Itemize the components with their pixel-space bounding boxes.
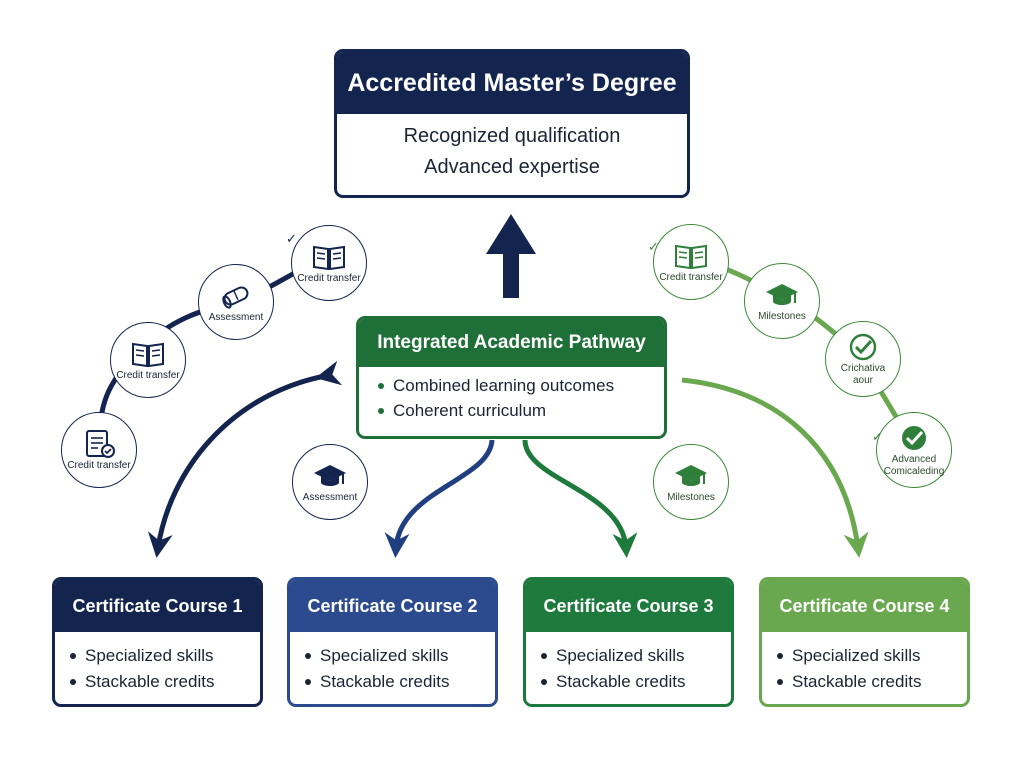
course-bullet: Stackable credits: [538, 669, 731, 695]
course-bullet: Stackable credits: [67, 669, 260, 695]
up-arrow-to-degree: [486, 214, 536, 298]
badge-credit-transfer: Credit transfer: [291, 225, 367, 301]
badge-crichativa: Crichativa aour: [825, 321, 901, 397]
graduation-cap-icon: [675, 464, 707, 486]
course-title: Certificate Course 3: [526, 580, 731, 632]
arrow-pathway-course-4: [681, 377, 869, 558]
graduation-cap-icon: [314, 464, 346, 486]
course-bullet: Stackable credits: [302, 669, 495, 695]
course-bullet: Specialized skills: [774, 643, 967, 669]
course-bullet: Stackable credits: [774, 669, 967, 695]
certificate-course-3-box: Certificate Course 3 Specialized skills …: [523, 577, 734, 707]
right-badge-chain: [687, 253, 913, 443]
document-check-icon: [86, 429, 115, 458]
badge-label: Milestones: [758, 310, 806, 322]
masters-degree-details: Recognized qualification Advanced expert…: [337, 114, 687, 183]
badge-label: Crichativa aour: [840, 362, 886, 386]
arrow-pathway-course-2: [384, 439, 495, 558]
pathway-title: Integrated Academic Pathway: [359, 319, 664, 367]
pathway-bullet: Coherent curriculum: [375, 398, 664, 423]
badge-label: Credit transfer: [659, 271, 723, 283]
badge-assessment: Assessment: [198, 264, 274, 340]
badge-assessment: Assessment: [292, 444, 368, 520]
badge-label: Credit transfer: [67, 459, 131, 471]
course-bullet: Specialized skills: [67, 643, 260, 669]
certificate-course-1-box: Certificate Course 1 Specialized skills …: [52, 577, 263, 707]
badge-label: Credit transfer: [297, 272, 361, 284]
badge-credit-transfer: Credit transfer: [110, 322, 186, 398]
course-details: Specialized skills Stackable credits: [55, 632, 260, 695]
course-details: Specialized skills Stackable credits: [526, 632, 731, 695]
course-title: Certificate Course 1: [55, 580, 260, 632]
badge-label: Assessment: [208, 311, 264, 323]
checkmark-icon: ✓: [286, 231, 297, 246]
badge-label: Assessment: [302, 491, 358, 503]
course-details: Specialized skills Stackable credits: [290, 632, 495, 695]
course-bullet: Specialized skills: [302, 643, 495, 669]
arrow-pathway-course-3: [522, 439, 638, 558]
course-title: Certificate Course 4: [762, 580, 967, 632]
badge-label: Credit transfer: [116, 369, 180, 381]
badge-label: Advanced Comicaleding: [883, 453, 945, 477]
checkmark-circle-icon: [849, 333, 877, 360]
badge-milestones: Milestones: [744, 263, 820, 339]
badge-advanced: Advanced Comicaleding: [876, 412, 952, 488]
masters-degree-title: Accredited Master’s Degree: [337, 52, 687, 114]
checkmark-icon: ✓: [872, 429, 883, 444]
degree-line-expertise: Advanced expertise: [424, 156, 600, 178]
integrated-pathway-box: Integrated Academic Pathway Combined lea…: [356, 316, 667, 439]
masters-degree-box: Accredited Master’s Degree Recognized qu…: [334, 49, 690, 198]
graduation-cap-icon: [766, 283, 798, 305]
certificate-course-4-box: Certificate Course 4 Specialized skills …: [759, 577, 970, 707]
certificate-course-2-box: Certificate Course 2 Specialized skills …: [287, 577, 498, 707]
pathway-details: Combined learning outcomes Coherent curr…: [359, 367, 664, 423]
course-title: Certificate Course 2: [290, 580, 495, 632]
badge-milestones: Milestones: [653, 444, 729, 520]
open-book-icon: [675, 244, 707, 269]
open-book-icon: [132, 342, 164, 367]
left-badge-chain: [96, 253, 332, 443]
badge-label: Milestones: [667, 491, 715, 503]
badge-credit-transfer: Credit transfer: [653, 224, 729, 300]
arrow-pathway-course-1: [147, 360, 343, 558]
course-bullet: Specialized skills: [538, 643, 731, 669]
badge-credit-transfer: Credit transfer: [61, 412, 137, 488]
checkmark-circle-icon: [902, 425, 926, 450]
degree-line-recognized: Recognized qualification: [403, 125, 621, 147]
pathway-bullet: Combined learning outcomes: [375, 373, 664, 398]
diploma-scroll-icon: [222, 285, 249, 309]
checkmark-icon: ✓: [648, 239, 659, 254]
open-book-icon: [313, 245, 345, 270]
course-details: Specialized skills Stackable credits: [762, 632, 967, 695]
